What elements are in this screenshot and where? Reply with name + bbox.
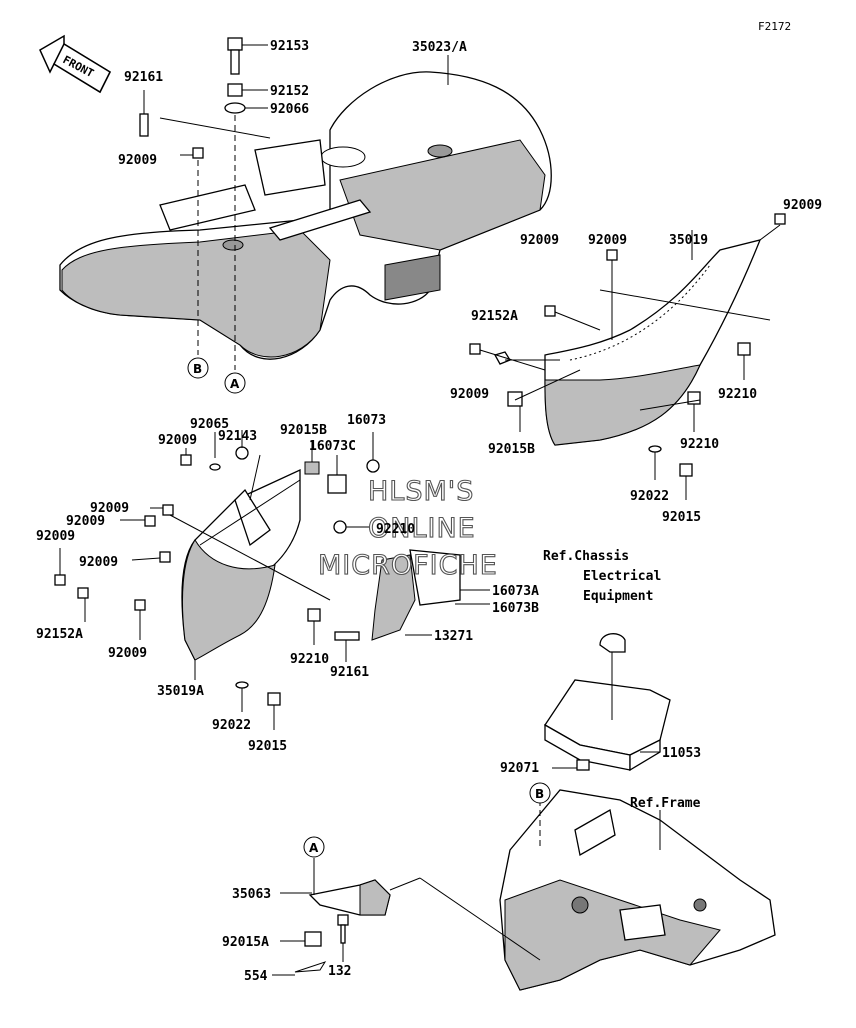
watermark-line-1: HLSM'S (368, 476, 474, 507)
part-number: 35019 (669, 233, 708, 248)
part-number: 554 (244, 969, 268, 984)
washer-92022-l-icon (235, 681, 249, 689)
front-arrow-icon: FRONT (39, 34, 111, 94)
part-number: 92015 (248, 739, 287, 754)
part-number: 92009 (588, 233, 627, 248)
bolt-92153-icon (227, 37, 243, 75)
nut-92015-l-icon (267, 692, 281, 706)
part-number: 92009 (36, 529, 75, 544)
part-number: 92152A (36, 627, 83, 642)
part-number: 92065 (190, 417, 229, 432)
part-number: 92143 (218, 429, 257, 444)
part-number: 92009 (520, 233, 559, 248)
nut-92152a-l-icon (77, 587, 89, 599)
part-number: 92210 (718, 387, 757, 402)
part-number: 92009 (79, 555, 118, 570)
part-number: 16073B (492, 601, 539, 616)
washer-92066-icon (224, 102, 246, 114)
right-mudguard (544, 239, 762, 446)
clamp-ref-icon (599, 633, 626, 653)
ref-chassis-line-2: Electrical (583, 569, 661, 584)
pad-16073-set-icon (304, 459, 380, 494)
ref-chassis-line-3: Equipment (583, 589, 653, 604)
pin-92161-icon (139, 113, 149, 137)
part-number: 35023/A (412, 40, 467, 55)
part-number: 11053 (662, 746, 701, 761)
washers-upper-left-icon (180, 446, 249, 471)
part-number: 92152A (471, 309, 518, 324)
battery-case (544, 679, 671, 772)
part-number: 92210 (290, 652, 329, 667)
bolt-92009-r-icon (469, 249, 618, 355)
damper-92071-icon (576, 759, 590, 771)
grommet-92015a-icon (304, 931, 322, 947)
part-number: 92210 (376, 522, 415, 537)
part-number: 92161 (124, 70, 163, 85)
part-number: 13271 (434, 629, 473, 644)
heat-guard-13271 (371, 549, 461, 641)
callout-a-lower-label: A (309, 841, 319, 855)
part-number: 92153 (270, 39, 309, 54)
bolt-132-icon (337, 914, 349, 944)
callout-b-lower (529, 782, 551, 804)
nut-92152a-r-icon (494, 351, 511, 365)
part-number: 16073A (492, 584, 539, 599)
part-number: 92152 (270, 84, 309, 99)
part-number: 16073C (309, 439, 356, 454)
part-number: 35063 (232, 887, 271, 902)
ref-chassis-line-1: Ref.Chassis (543, 549, 629, 564)
collar-92152-icon (227, 83, 243, 97)
callout-a-upper-label: A (230, 377, 240, 391)
part-number: 92009 (108, 646, 147, 661)
part-number: 35019A (157, 684, 204, 699)
part-number: 92009 (66, 514, 105, 529)
nut-92015-r-icon (679, 463, 693, 477)
part-number: 92015B (280, 423, 327, 438)
part-number: 16073 (347, 413, 386, 428)
bracket-35063 (308, 879, 391, 916)
figure-code: F2172 (758, 20, 791, 33)
frame-section (499, 789, 776, 991)
clip-92015b-r-icon (507, 391, 523, 407)
pin-92161-l-icon (334, 631, 360, 641)
rear-fender (59, 71, 552, 360)
part-number: 92009 (450, 387, 489, 402)
part-number: 92009 (118, 153, 157, 168)
ref-frame: Ref.Frame (630, 796, 701, 811)
part-number: 92015A (222, 935, 269, 950)
part-number: 132 (328, 964, 351, 979)
part-number: 92015 (662, 510, 701, 525)
part-number: 92009 (158, 433, 197, 448)
watermark-line-2: ONLINE (368, 513, 476, 544)
bolt-92009-top-icon (192, 147, 204, 159)
clip-554-icon (294, 961, 327, 973)
callout-b-upper-label: B (193, 362, 202, 376)
part-number: 92161 (330, 665, 369, 680)
callout-a-upper (224, 372, 246, 394)
washer-92022-r-icon (648, 445, 662, 453)
part-number: 92210 (680, 437, 719, 452)
left-mudguard (181, 468, 301, 661)
part-number: 92009 (783, 198, 822, 213)
callout-a-lower (303, 836, 325, 858)
part-number: 92066 (270, 102, 309, 117)
watermark-line-3: MICROFICHE (318, 550, 498, 581)
callout-b-lower-label: B (535, 787, 544, 801)
part-number: 92022 (212, 718, 251, 733)
part-number: 92022 (630, 489, 669, 504)
callout-b-upper (187, 357, 209, 379)
part-number: 92015B (488, 442, 535, 457)
bolt-92009-right-icon (774, 213, 786, 225)
part-number: 92009 (90, 501, 129, 516)
part-number: 92071 (500, 761, 539, 776)
